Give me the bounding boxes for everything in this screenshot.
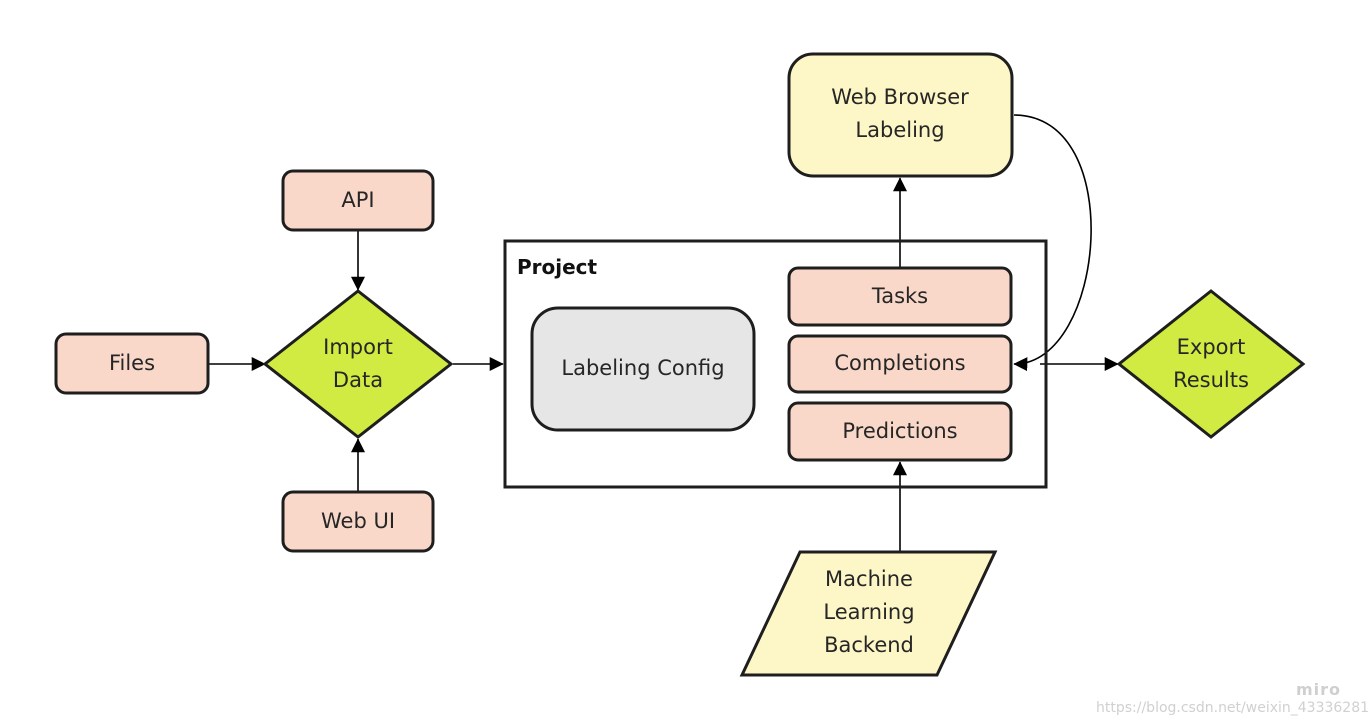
import-data-label-line2: Data <box>333 368 383 392</box>
web-ui-node: Web UI <box>281 490 435 553</box>
machine-learning-backend-node: Machine Learning Backend <box>739 550 998 677</box>
web-browser-labeling-node: Web Browser Labeling <box>787 52 1014 178</box>
export-results-label-line1: Export <box>1177 335 1246 359</box>
miro-logo: miro <box>1296 680 1342 699</box>
completions-node: Completions <box>787 334 1013 394</box>
project-container: Project <box>503 239 1048 489</box>
web-ui-label: Web UI <box>321 509 395 533</box>
predictions-label: Predictions <box>842 419 957 443</box>
project-title: Project <box>517 255 598 279</box>
tasks-node: Tasks <box>787 266 1013 327</box>
web-browser-label-line2: Labeling <box>855 118 944 142</box>
predictions-node: Predictions <box>787 401 1013 462</box>
ml-backend-label-line1: Machine <box>825 567 913 591</box>
api-node: API <box>281 169 435 232</box>
ml-backend-label-line2: Learning <box>823 600 914 624</box>
labeling-config-node: Labeling Config <box>530 306 756 432</box>
tasks-label: Tasks <box>871 284 928 308</box>
import-data-label-line1: Import <box>323 335 393 359</box>
completions-label: Completions <box>834 351 965 375</box>
files-node: Files <box>54 332 210 395</box>
ml-backend-label-line3: Backend <box>824 633 914 657</box>
import-data-node: Import Data <box>262 289 454 439</box>
api-label: API <box>341 188 374 212</box>
export-results-node: Export Results <box>1116 289 1306 439</box>
labeling-config-label: Labeling Config <box>561 356 724 380</box>
web-browser-label-line1: Web Browser <box>831 85 969 109</box>
csdn-watermark-url: https://blog.csdn.net/weixin_43336281 <box>1096 700 1370 716</box>
export-results-label-line2: Results <box>1173 368 1249 392</box>
files-label: Files <box>109 351 155 375</box>
